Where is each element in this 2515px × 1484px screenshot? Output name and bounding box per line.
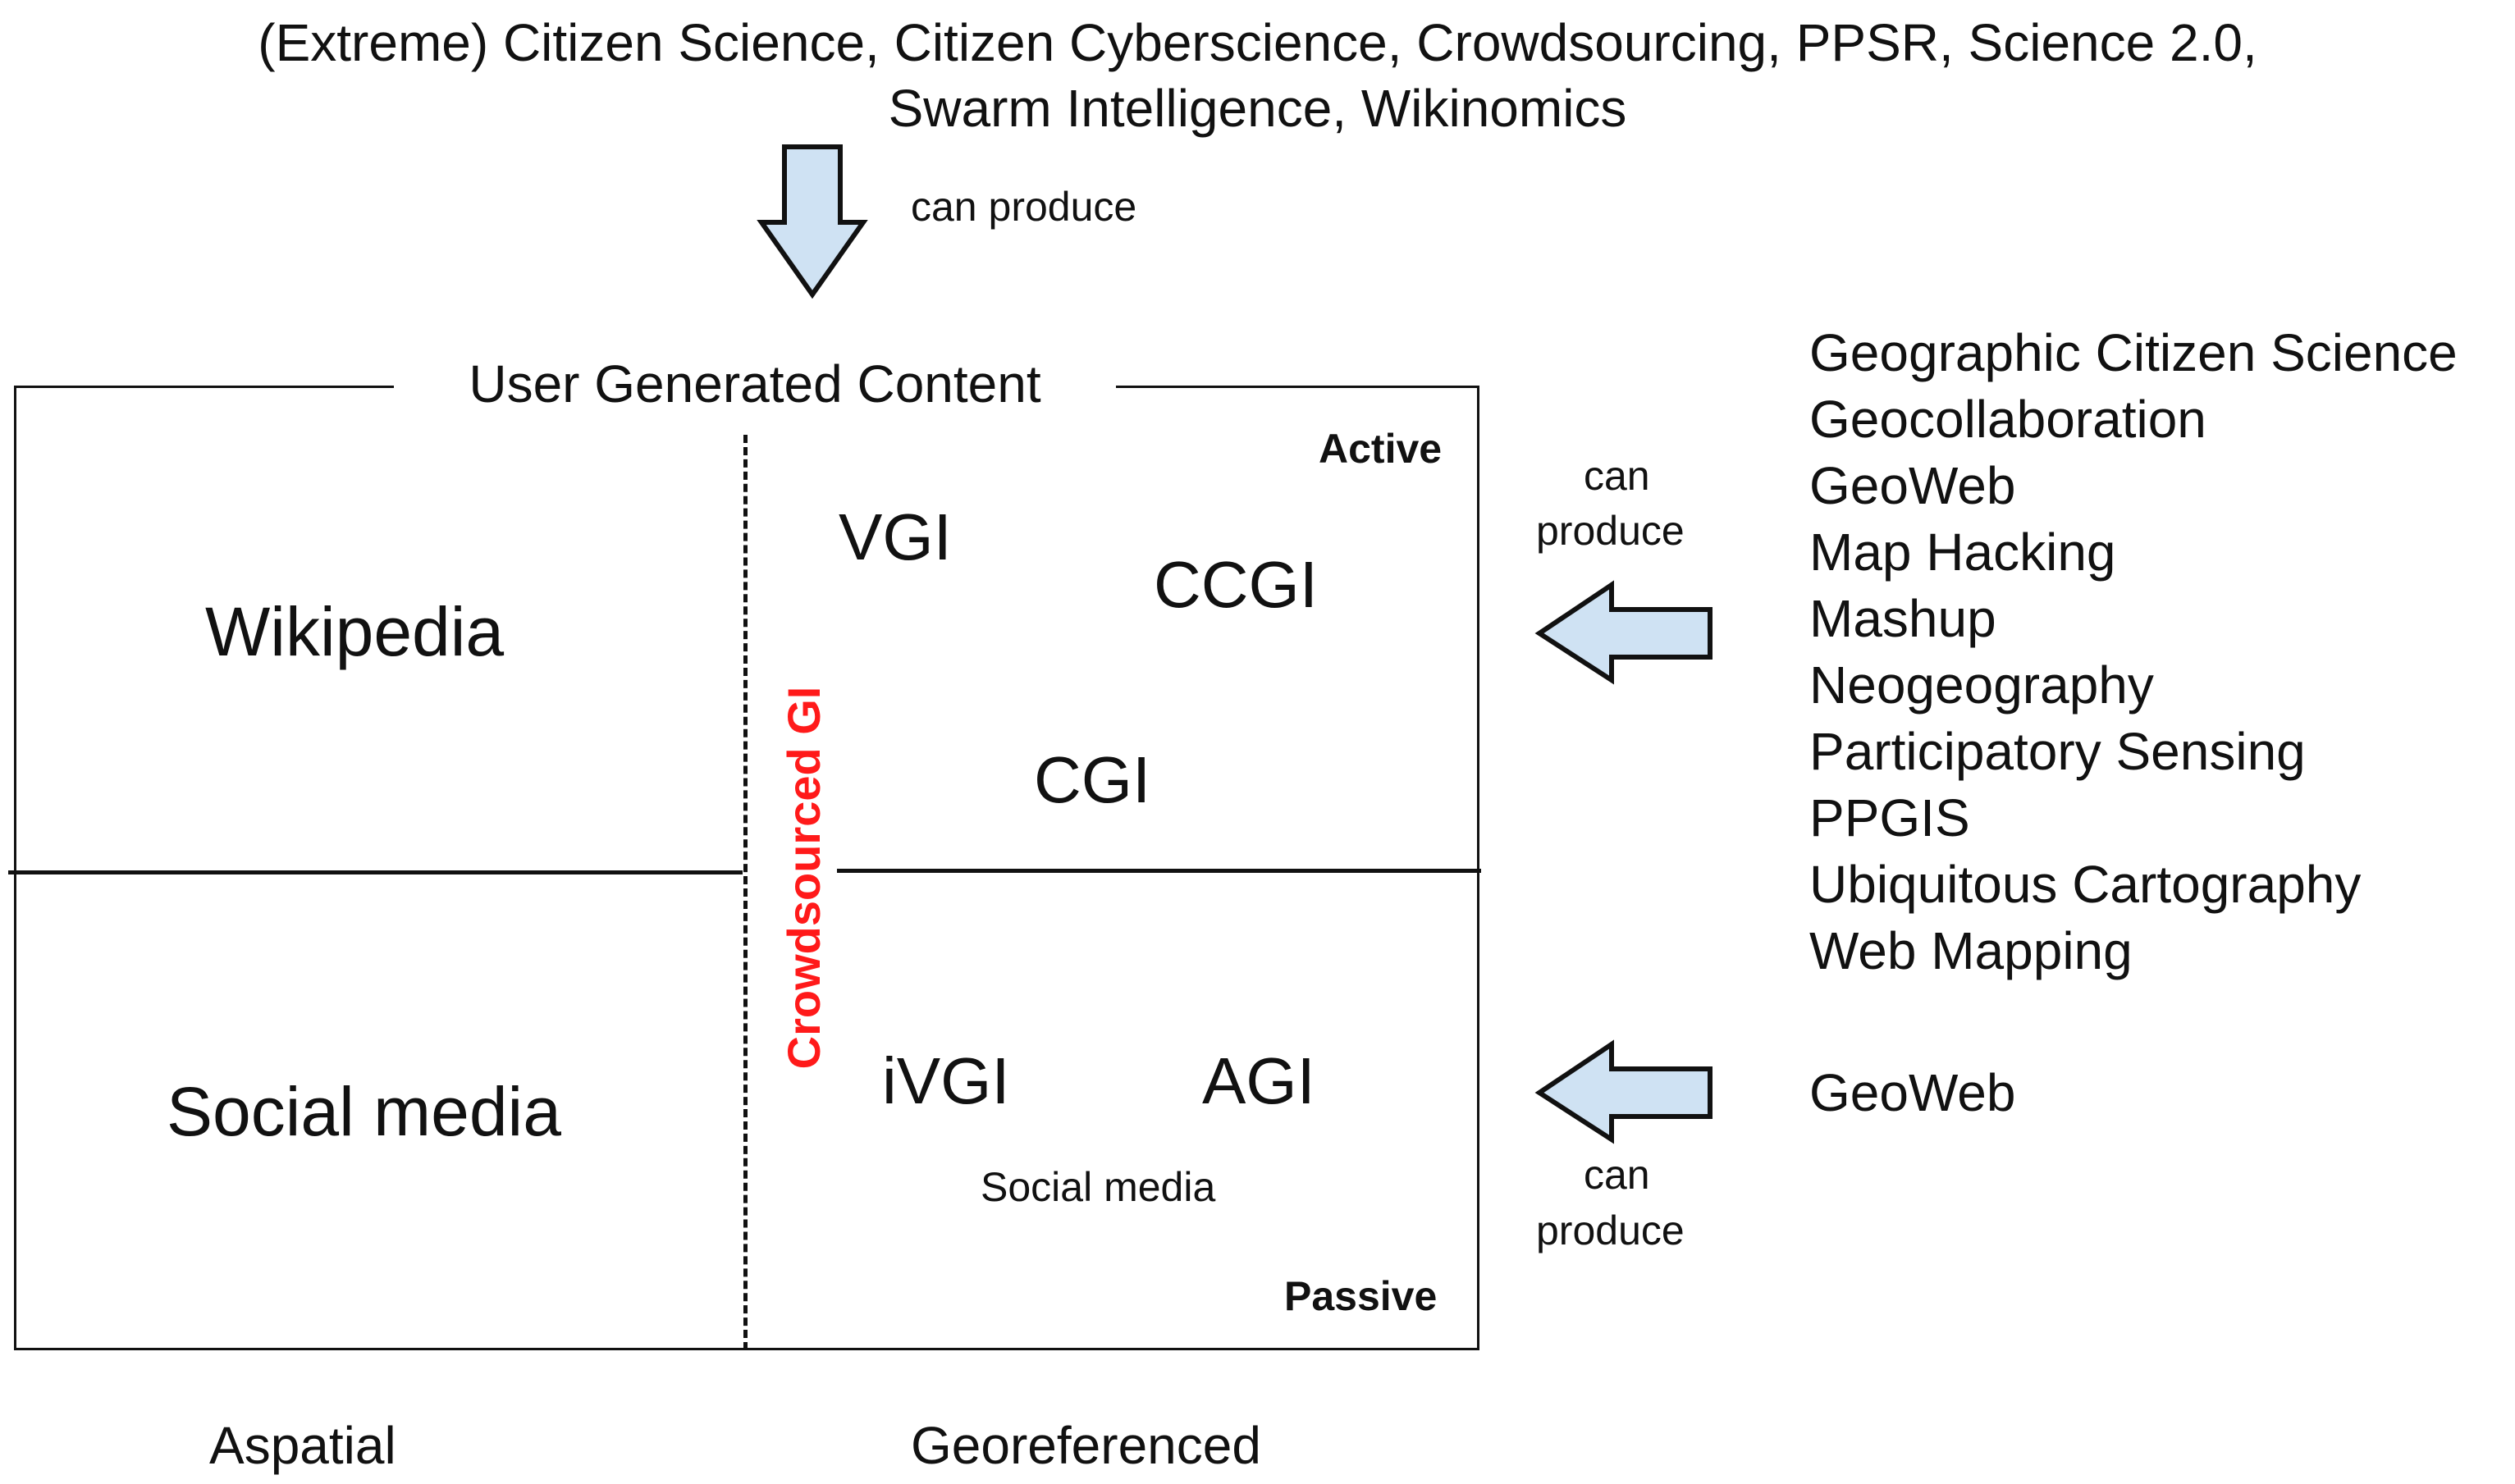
term-item: PPGIS [1809,788,1970,847]
active-passive-divider-right [837,869,1481,873]
lower-arrow-label-line-1: can [1584,1152,1650,1198]
term-item: Geographic Citizen Science [1809,323,2458,382]
crowdsourced-gi-label: Crowdsourced GI [778,686,830,1070]
quadrant-social-media: Social media [167,1073,561,1150]
left-arrow-icon [1534,1039,1712,1144]
acronym-cgi: CGI [1034,743,1151,816]
term-item: Mashup [1809,589,1996,648]
axis-label-georeferenced: Georeferenced [911,1416,1261,1475]
acronym-agi: AGI [1202,1044,1315,1117]
lower-term-geoweb: GeoWeb [1809,1063,2016,1122]
top-arrow-label: can produce [911,184,1137,230]
quadrant-wikipedia: Wikipedia [205,593,505,670]
left-arrow-icon [1534,580,1712,685]
active-label: Active [1319,426,1443,472]
term-item: GeoWeb [1809,456,2016,515]
term-item: Web Mapping [1809,921,2133,980]
down-arrow-icon [757,144,868,299]
term-item: Participatory Sensing [1809,722,2306,781]
upper-arrow-label-line-1: can [1584,453,1650,499]
social-media-note: Social media [981,1164,1216,1210]
aspatial-georeferenced-divider [743,435,748,1350]
header-line-2: Swarm Intelligence, Wikinomics [888,79,1627,138]
term-item: Neogeography [1809,655,2154,715]
lower-arrow-label-line-2: produce [1536,1208,1685,1253]
axis-label-aspatial: Aspatial [209,1416,396,1475]
acronym-ccgi: CCGI [1154,548,1318,621]
acronym-ivgi: iVGI [882,1044,1010,1117]
upper-arrow-label-line-2: produce [1536,508,1685,554]
header-line-1: (Extreme) Citizen Science, Citizen Cyber… [258,13,2257,72]
passive-label: Passive [1284,1273,1438,1319]
crowdsourcing-terms-list: Geographic Citizen Science Geocollaborat… [1809,320,2458,984]
box-title: User Generated Content [394,345,1116,423]
term-item: Ubiquitous Cartography [1809,855,2362,914]
term-item: Map Hacking [1809,523,2116,582]
active-passive-divider-left [8,870,743,874]
acronym-vgi: VGI [839,500,952,573]
term-item: Geocollaboration [1809,390,2206,449]
